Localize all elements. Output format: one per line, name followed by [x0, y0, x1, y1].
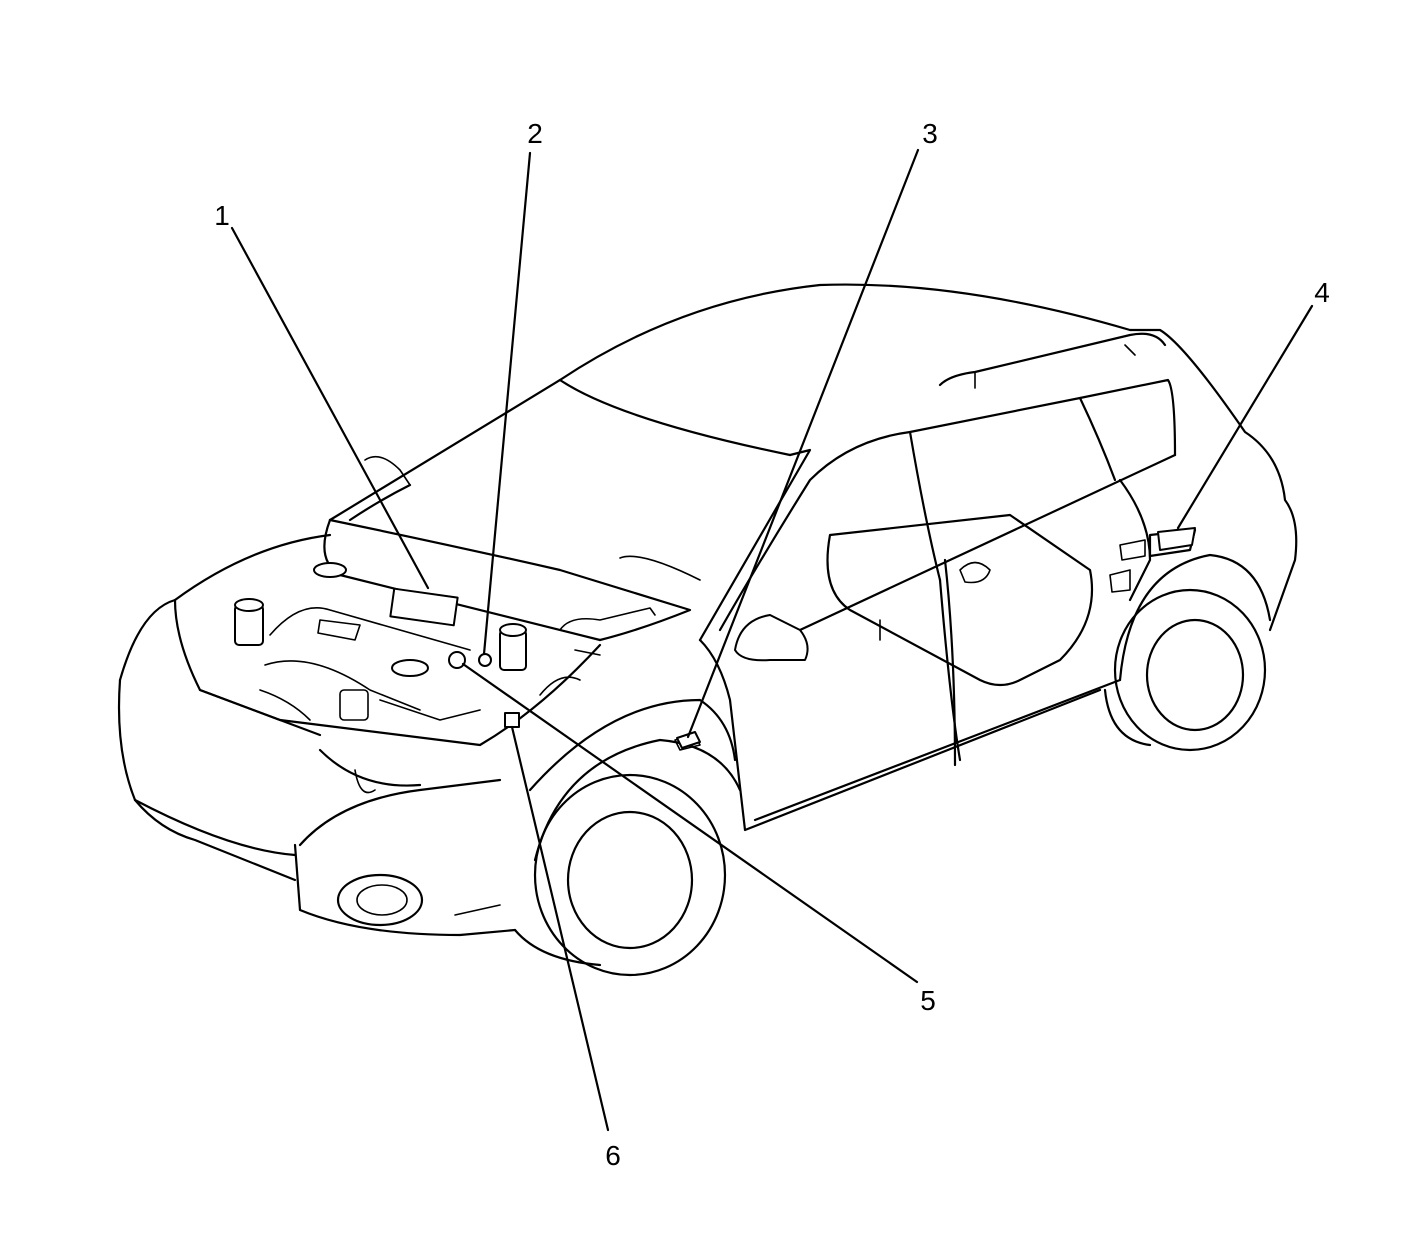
- component-5-marker: [448, 651, 466, 669]
- component-2-marker: [478, 653, 492, 667]
- callout-1: 1: [214, 200, 230, 231]
- leader-line-4: [1176, 304, 1314, 530]
- leader-line-2: [482, 151, 532, 656]
- front-wheel: [533, 738, 742, 977]
- callout-2: 2: [527, 118, 543, 149]
- callout-6: 6: [605, 1140, 621, 1171]
- callout-5: 5: [920, 985, 936, 1016]
- callout-labels: 1 2 3 4 5 6: [214, 118, 1330, 1171]
- leader-line-3: [686, 148, 920, 739]
- rear-wheel: [1113, 553, 1272, 752]
- vehicle-outline: [117, 283, 1298, 977]
- leader-line-5: [461, 662, 919, 984]
- component-4-marker: [1157, 527, 1196, 551]
- engine-bay: [234, 562, 656, 721]
- leader-line-6: [510, 725, 610, 1132]
- callout-4: 4: [1314, 277, 1330, 308]
- callout-3: 3: [922, 118, 938, 149]
- component-markers: [448, 527, 1196, 749]
- leader-lines: [230, 148, 1314, 1132]
- leader-line-1: [230, 226, 430, 590]
- component-6-marker: [504, 712, 520, 728]
